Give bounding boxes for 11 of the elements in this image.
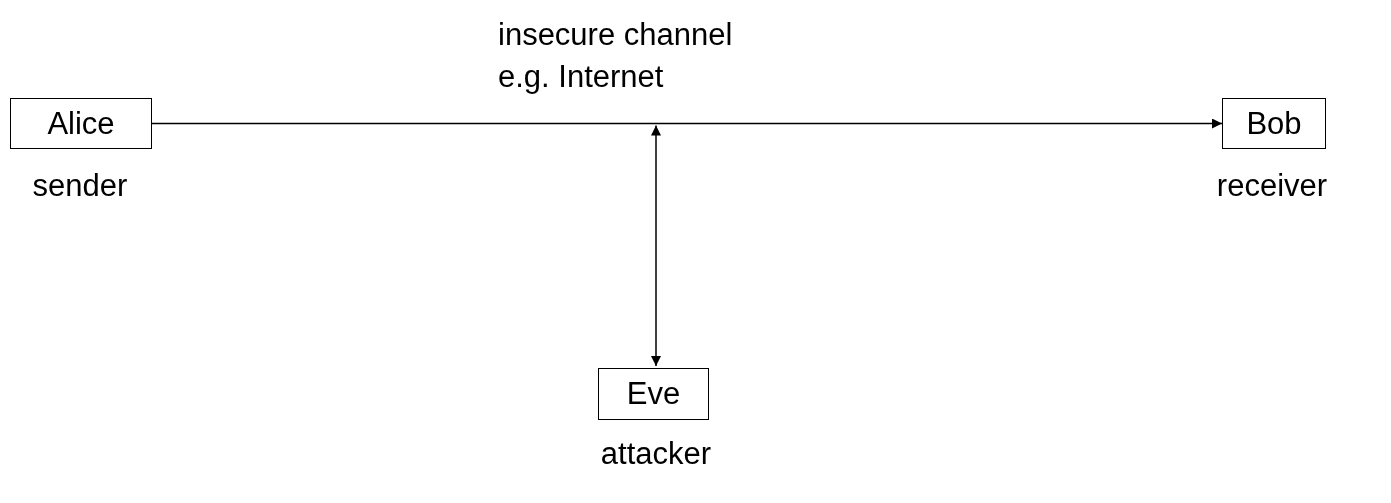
node-label: Bob [1246, 105, 1302, 142]
node-label: Alice [47, 105, 115, 142]
process-box [598, 368, 709, 420]
node-label: Eve [626, 376, 681, 412]
arrow [651, 124, 661, 367]
role-label: receiver [1216, 168, 1328, 204]
arrow [151, 118, 1223, 129]
process-box [1222, 98, 1326, 149]
process-box [10, 98, 152, 149]
role-label: sender [32, 168, 128, 204]
role-label: attacker [600, 436, 712, 472]
